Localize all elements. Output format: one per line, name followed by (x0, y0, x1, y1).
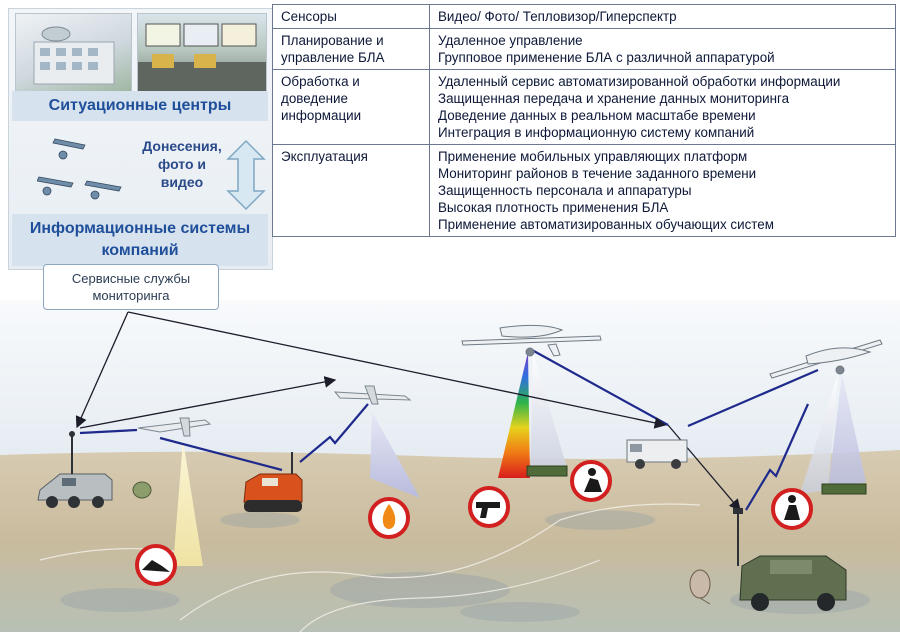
table-row: Сенсоры Видео/ Фото/ Тепловизор/Гиперспек… (273, 5, 896, 29)
table-category: Сенсоры (273, 5, 430, 29)
fire-warning-icon (370, 499, 408, 537)
table-items: Удаленный сервис автоматизированной обра… (430, 70, 896, 145)
table-item: Мониторинг районов в течение заданного в… (438, 165, 887, 182)
gun-warning-icon (470, 488, 508, 526)
bidirectional-arrow-icon (226, 139, 266, 211)
table-category: Обработка и доведение информации (273, 70, 430, 145)
control-room-photo (137, 13, 267, 93)
table-item: Видео/ Фото/ Тепловизор/Гиперспектр (438, 8, 887, 25)
table-row: Обработка и доведение информации Удаленны… (273, 70, 896, 145)
table-item: Применение мобильных управляющих платфор… (438, 148, 887, 165)
table-category: Планирование и управление БЛА (273, 29, 430, 70)
table-item: Высокая плотность применения БЛА (438, 199, 887, 216)
capabilities-table: Сенсоры Видео/ Фото/ Тепловизор/Гиперспек… (272, 4, 896, 237)
reports-label: Донесения, фото и видео (137, 137, 227, 191)
uav-icon (37, 131, 137, 211)
table-item: Удаленный сервис автоматизированной обра… (438, 73, 887, 90)
sky (0, 300, 900, 470)
building-photo (15, 13, 132, 93)
intruder-warning-icon (773, 490, 811, 528)
table-item: Удаленное управление (438, 32, 887, 49)
table-item: Защищенная передача и хранение данных мо… (438, 90, 887, 107)
table-row: Эксплуатация Применение мобильных управля… (273, 145, 896, 237)
company-systems-label: Информационные системы компаний (12, 214, 268, 266)
person-warning-icon (572, 462, 610, 500)
table-item: Интеграция в информационную систему комп… (438, 124, 887, 141)
table-item: Доведение данных в реальном масштабе вре… (438, 107, 887, 124)
digging-warning-icon (137, 546, 175, 584)
situation-centers-label: Ситуационные центры (12, 91, 268, 121)
table-item: Защищенность персонала и аппаратуры (438, 182, 887, 199)
service-box: Сервисные службы мониторинга (43, 264, 219, 310)
table-items: Видео/ Фото/ Тепловизор/Гиперспектр (430, 5, 896, 29)
table-category: Эксплуатация (273, 145, 430, 237)
table-item: Применение автоматизированных обучающих … (438, 216, 887, 233)
left-panel: Ситуационные центры Донесения, фото и ви… (8, 8, 273, 270)
table-items: Применение мобильных управляющих платфор… (430, 145, 896, 237)
table-item: Групповое применение БЛА с различной апп… (438, 49, 887, 66)
